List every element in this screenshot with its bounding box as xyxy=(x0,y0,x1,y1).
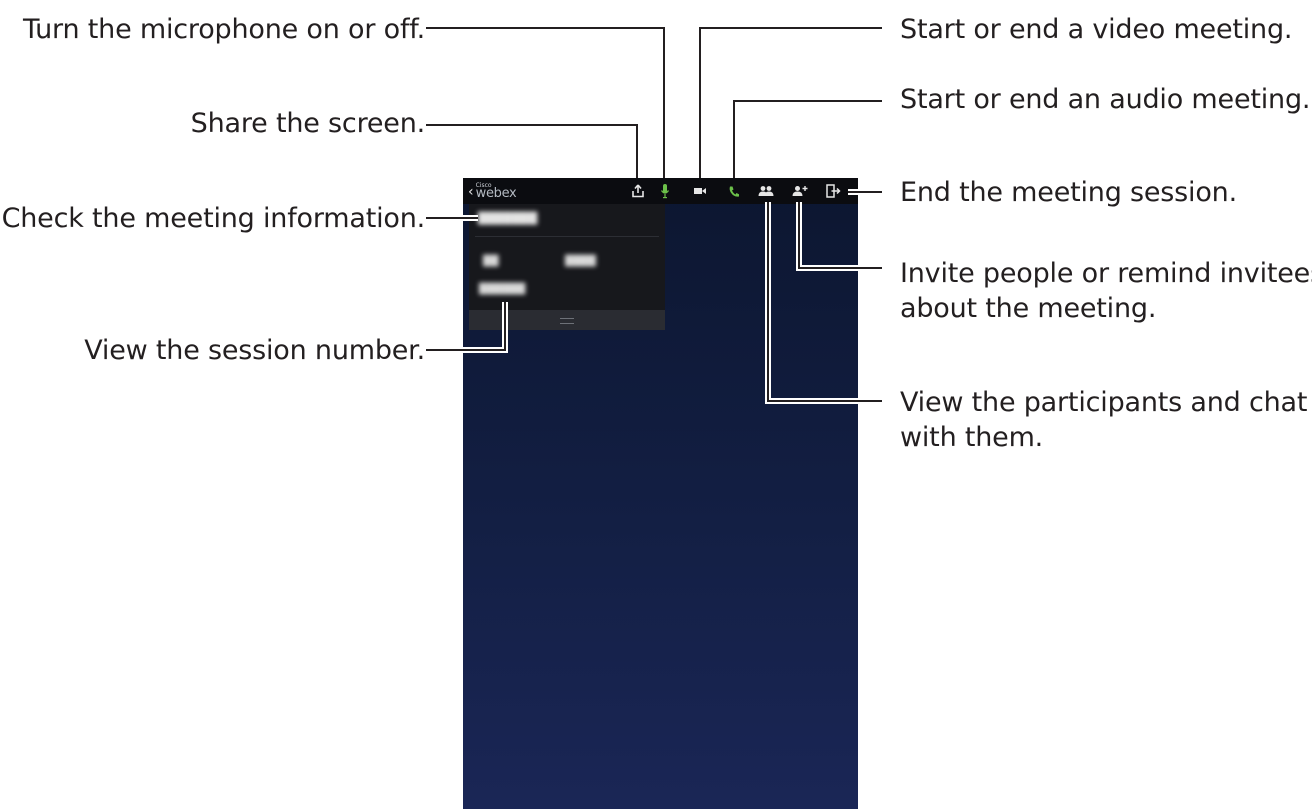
callout-end-session: End the meeting session. xyxy=(900,177,1237,208)
meeting-time: ████ xyxy=(565,256,596,267)
logo-main-text: webex xyxy=(475,186,517,201)
leader-video xyxy=(697,25,882,178)
callout-microphone: Turn the microphone on or off. xyxy=(22,14,425,45)
leader-share xyxy=(426,122,640,178)
callout-video-meeting: Start or end a video meeting. xyxy=(900,14,1293,45)
logo-small-text: Cisco xyxy=(475,182,492,189)
panel-collapse-handle[interactable] xyxy=(469,310,665,330)
participants-button[interactable] xyxy=(757,182,775,200)
callout-invite-line2: about the meeting. xyxy=(900,293,1157,324)
session-number: ██████ xyxy=(479,284,526,295)
share-button[interactable] xyxy=(629,182,647,200)
device-screen: ‹ Cisco webex xyxy=(463,178,858,809)
chevron-left-icon: ‹ xyxy=(468,184,474,200)
exit-button[interactable] xyxy=(824,182,842,200)
video-camera-icon xyxy=(694,188,706,194)
callout-meeting-info: Check the meeting information. xyxy=(1,203,426,234)
leader-audio xyxy=(731,98,882,178)
meeting-topic: ███████ xyxy=(478,212,538,225)
participants-icon xyxy=(758,186,774,196)
video-button[interactable] xyxy=(691,182,709,200)
callout-share-screen: Share the screen. xyxy=(190,108,426,139)
webex-logo: Cisco webex xyxy=(476,182,520,202)
callout-invite: Invite people or remind invitees about t… xyxy=(900,256,1312,326)
divider xyxy=(475,236,659,237)
callout-audio-meeting: Start or end an audio meeting. xyxy=(900,84,1311,115)
microphone-icon xyxy=(660,184,670,199)
meeting-host: ██ xyxy=(483,256,499,267)
phone-button[interactable] xyxy=(725,182,743,200)
callout-participants: View the participants and chat with them… xyxy=(900,385,1307,455)
leader-microphone xyxy=(426,25,667,178)
callout-invite-line1: Invite people or remind invitees xyxy=(900,258,1312,289)
add-person-icon xyxy=(792,186,808,196)
grip-icon xyxy=(560,318,574,324)
callout-session-number: View the session number. xyxy=(84,335,425,366)
back-button[interactable]: ‹ Cisco webex xyxy=(468,181,528,203)
exit-icon xyxy=(826,184,841,198)
share-icon xyxy=(632,184,644,198)
action-bar: ‹ Cisco webex xyxy=(463,178,858,204)
callout-participants-line1: View the participants and chat xyxy=(900,387,1308,418)
microphone-button[interactable] xyxy=(656,182,674,200)
callout-participants-line2: with them. xyxy=(900,422,1044,453)
phone-icon xyxy=(729,186,739,197)
invite-button[interactable] xyxy=(791,182,809,200)
